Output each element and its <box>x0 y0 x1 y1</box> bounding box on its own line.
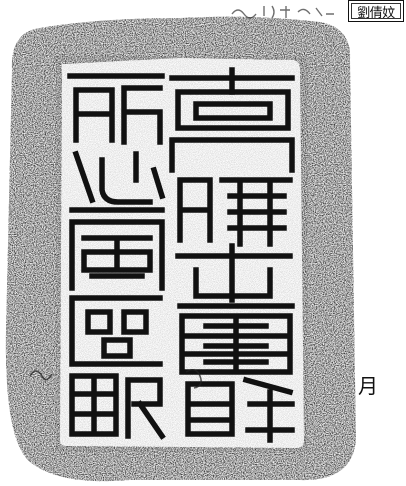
name-stamp-label: 劉倩妏 <box>357 5 395 21</box>
name-stamp: 劉倩妏 <box>348 0 404 22</box>
month-label: 月 <box>358 374 378 398</box>
top-scribble <box>231 5 334 19</box>
